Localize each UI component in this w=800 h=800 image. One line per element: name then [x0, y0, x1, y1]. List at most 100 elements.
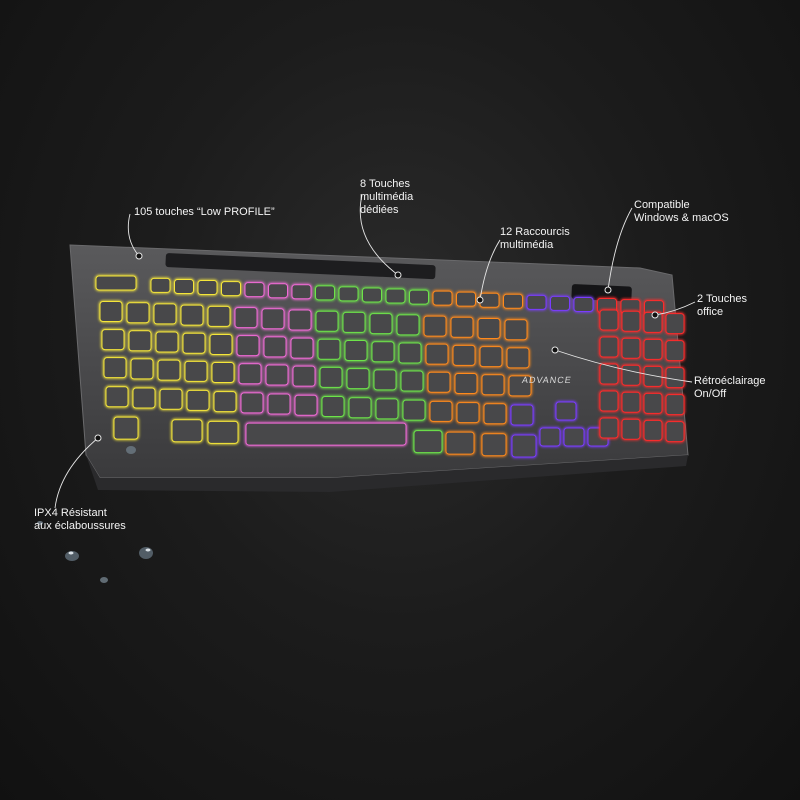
key-fn-row — [432, 290, 453, 306]
key — [402, 399, 426, 421]
key — [236, 335, 260, 357]
key — [234, 307, 258, 329]
key — [348, 397, 372, 419]
key — [132, 387, 156, 409]
key — [105, 386, 129, 408]
key — [294, 394, 318, 416]
key — [182, 332, 206, 354]
leader-retro — [554, 349, 693, 383]
annotation-low-profile: 105 touches “Low PROFILE” — [134, 206, 275, 218]
key — [211, 362, 235, 384]
key-bottom — [245, 422, 407, 446]
key — [99, 301, 123, 322]
key — [103, 357, 127, 379]
key-bottom — [207, 420, 239, 444]
key-fn-row — [268, 283, 288, 299]
key — [155, 331, 179, 353]
key-fn-row — [409, 289, 429, 305]
water-droplets — [37, 446, 153, 583]
key — [157, 359, 181, 381]
key-numpad — [643, 419, 663, 441]
key-bottom — [113, 416, 139, 440]
key-fn-row — [315, 285, 335, 301]
key — [344, 340, 368, 362]
key-fn-row — [385, 288, 406, 304]
key — [265, 364, 289, 386]
key-fn-row — [338, 286, 359, 302]
leader-raccourcis — [479, 239, 501, 301]
key-fn-row — [221, 281, 241, 297]
key-numpad — [643, 392, 663, 414]
key — [319, 366, 343, 388]
key — [267, 393, 291, 415]
key-arrow-down — [563, 427, 585, 447]
key-numpad — [665, 367, 685, 389]
key-bottom — [445, 431, 475, 455]
key — [425, 343, 449, 365]
key-numpad — [621, 337, 641, 359]
key — [504, 319, 528, 341]
key-numpad — [599, 336, 619, 358]
key — [427, 371, 451, 393]
key — [369, 313, 393, 335]
key-fn-row — [291, 284, 312, 300]
leader-multimedia-8 — [359, 194, 399, 276]
key — [317, 338, 341, 360]
key — [450, 316, 474, 338]
leader-ipx — [54, 437, 99, 509]
key — [371, 341, 395, 363]
key — [429, 400, 453, 422]
key-numpad — [599, 417, 619, 439]
key-numpad — [621, 418, 641, 440]
keyboard-front-edge — [86, 455, 688, 492]
key-numpad — [643, 338, 663, 360]
leader-compatible — [607, 207, 633, 291]
key-fn-row — [503, 293, 523, 309]
key-fn-row — [573, 296, 594, 312]
key — [483, 403, 507, 425]
key — [479, 346, 503, 368]
key-fn-row — [244, 282, 265, 298]
key — [288, 309, 312, 331]
key-fn-row — [362, 287, 382, 303]
key — [398, 342, 422, 364]
key — [454, 372, 478, 394]
key — [126, 302, 150, 324]
key-fn-row — [550, 295, 570, 311]
key — [315, 310, 339, 332]
key-fn-row — [150, 277, 171, 293]
key-numpad — [599, 363, 619, 385]
key — [321, 395, 345, 417]
key — [159, 388, 183, 410]
annotation-office-keys: 2 Touches office — [697, 293, 747, 318]
key — [456, 402, 480, 424]
key — [128, 330, 152, 352]
annotation-compatibility: Compatible Windows & macOS — [634, 199, 729, 224]
key-bottom — [413, 430, 443, 454]
key — [452, 344, 476, 366]
annotation-lines — [54, 194, 696, 509]
key — [184, 360, 208, 382]
key-numpad — [599, 309, 619, 331]
key-fn-row — [197, 280, 218, 296]
key — [342, 311, 366, 333]
key-bottom — [511, 434, 537, 458]
key-numpad — [643, 365, 663, 387]
key-grid — [94, 274, 686, 459]
key-numpad — [599, 390, 619, 412]
leader-low-profile — [127, 213, 140, 257]
key — [101, 329, 125, 351]
key-arrow-left — [539, 427, 561, 447]
key — [400, 370, 424, 392]
key-numpad — [665, 421, 685, 443]
key-numpad — [621, 364, 641, 386]
key — [373, 369, 397, 391]
media-key-strip — [165, 253, 436, 280]
key — [506, 347, 530, 369]
key — [508, 375, 532, 397]
annotation-ipx4: IPX4 Résistant aux éclaboussures — [34, 507, 126, 532]
key — [477, 318, 501, 340]
key — [153, 303, 177, 325]
key — [213, 391, 237, 413]
key-echap — [95, 275, 137, 291]
